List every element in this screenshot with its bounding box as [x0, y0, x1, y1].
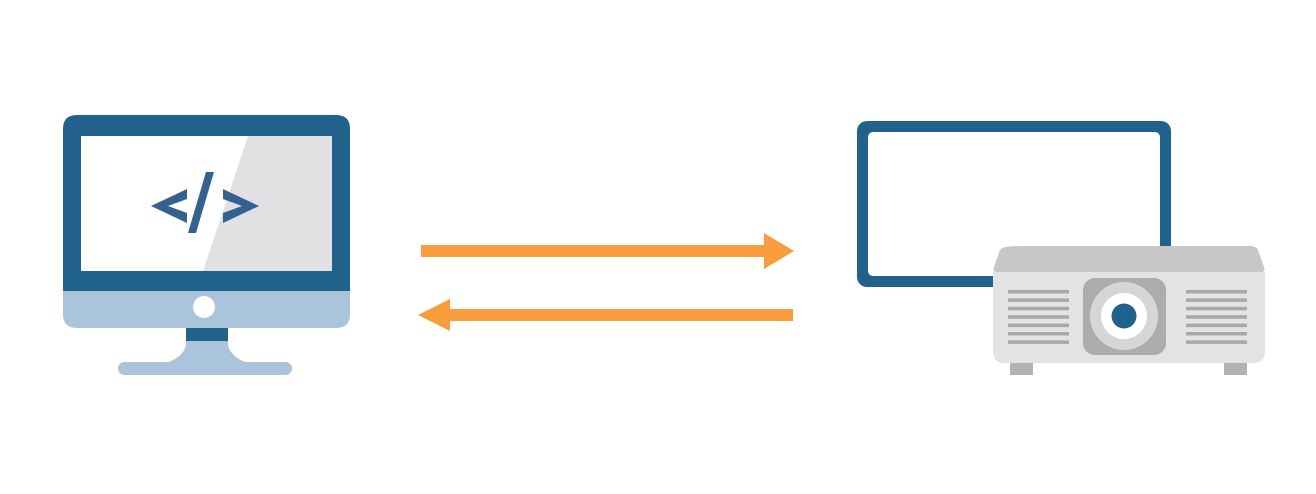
arrow-left-icon	[418, 299, 793, 331]
vent-slat	[1008, 290, 1069, 294]
monitor-stand-flare	[167, 341, 247, 363]
code-close-bracket-icon	[223, 189, 259, 223]
projector-foot-left	[1010, 363, 1033, 375]
code-icon	[151, 172, 259, 233]
vent-grille-left	[1008, 290, 1069, 344]
vent-slat	[1186, 332, 1247, 336]
vent-slat	[1186, 298, 1247, 302]
vent-grille-right	[1186, 290, 1247, 344]
vent-slat	[1186, 323, 1247, 328]
lens-icon	[1111, 303, 1137, 329]
vent-slat	[1008, 323, 1069, 328]
projector-screen	[857, 121, 1171, 287]
vent-slat	[1008, 298, 1069, 302]
projector-top-face	[993, 246, 1265, 272]
vent-slat	[1186, 340, 1247, 344]
vent-slat	[1008, 340, 1069, 344]
monitor-stand-neck	[186, 328, 228, 341]
vent-slat	[1008, 315, 1069, 319]
vent-slat	[1008, 332, 1069, 336]
monitor-stand-base	[118, 362, 292, 375]
projector-icon	[993, 246, 1265, 375]
vent-slat	[1008, 306, 1069, 311]
projector-foot-right	[1224, 363, 1247, 375]
computer-icon	[63, 115, 350, 375]
vent-slat	[1186, 290, 1247, 294]
code-slash-icon	[188, 172, 214, 233]
code-open-bracket-icon	[151, 189, 187, 223]
arrow-right-icon	[421, 233, 794, 269]
screen-shine	[203, 136, 332, 271]
screen-surface	[868, 132, 1160, 276]
camera-dot	[193, 296, 215, 318]
vent-slat	[1186, 306, 1247, 311]
vent-slat	[1186, 315, 1247, 319]
